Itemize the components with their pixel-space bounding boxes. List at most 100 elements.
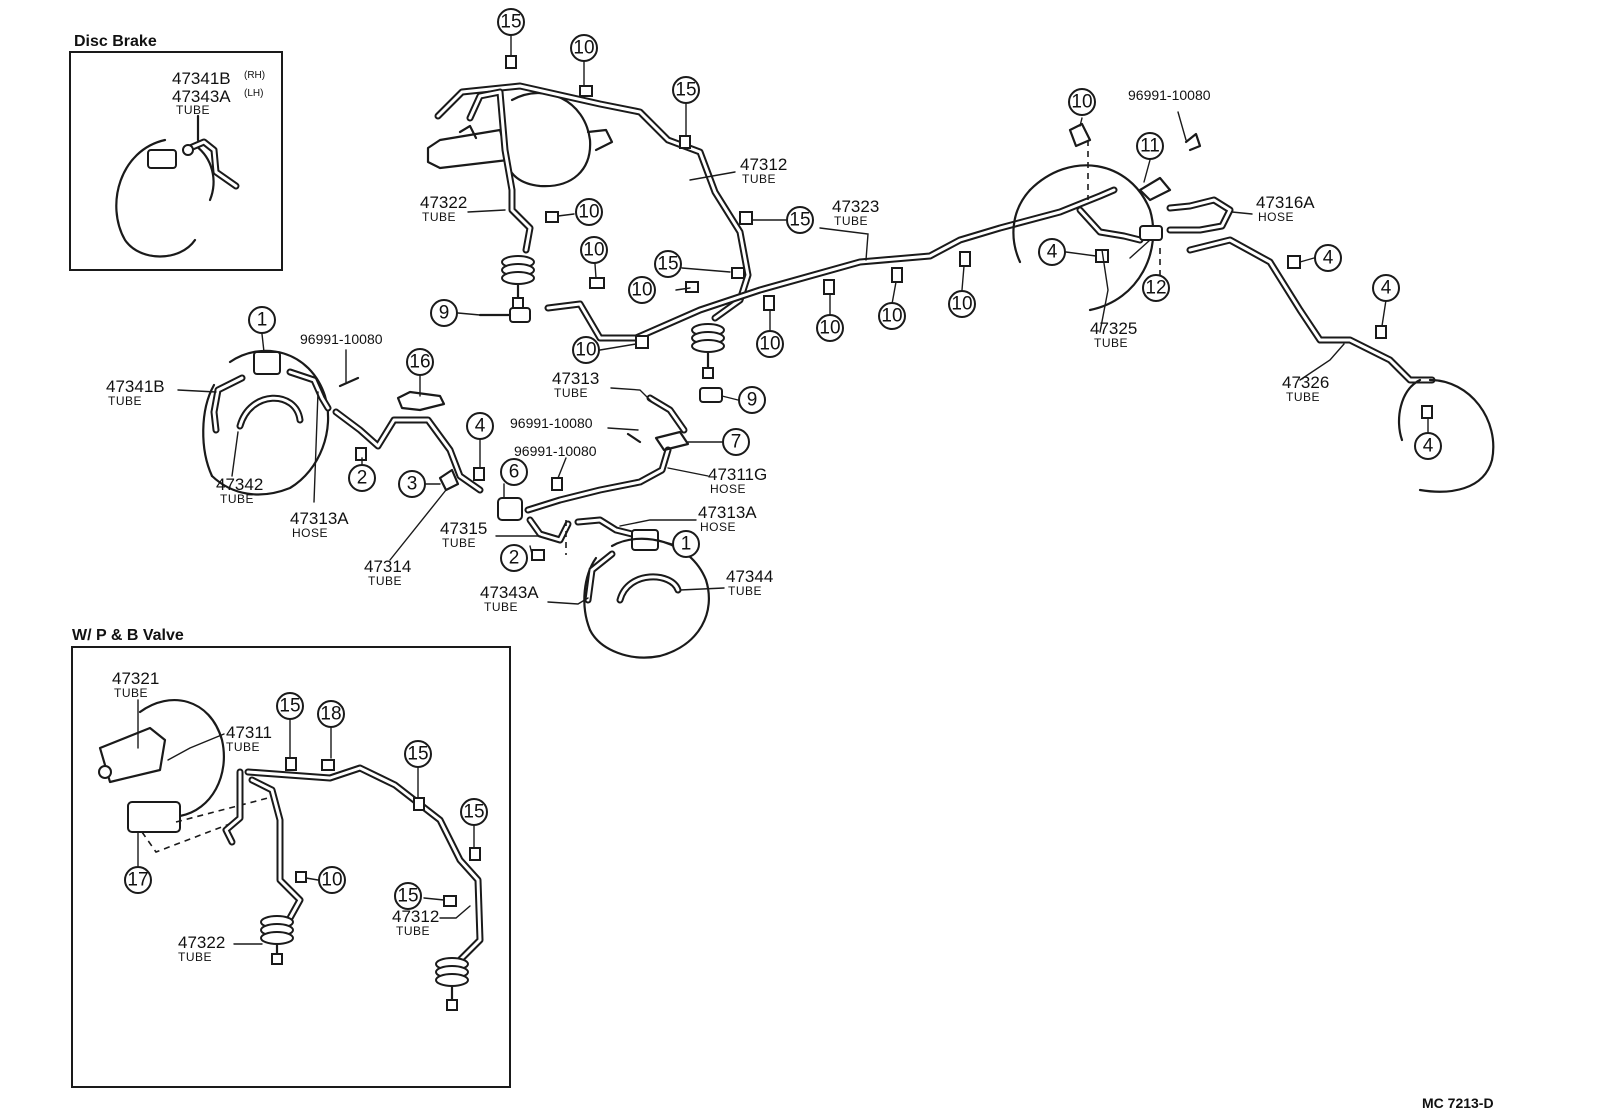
svg-text:17: 17 xyxy=(127,870,148,891)
clip-15-mid xyxy=(679,135,691,149)
svg-text:4: 4 xyxy=(475,416,486,437)
svg-text:16: 16 xyxy=(409,352,430,373)
clip-10-h xyxy=(959,251,971,267)
svg-text:10: 10 xyxy=(583,240,604,261)
svg-text:10: 10 xyxy=(578,202,599,223)
svg-text:10: 10 xyxy=(573,38,594,59)
svg-text:TUBE: TUBE xyxy=(728,584,762,598)
bracket-7 xyxy=(654,430,690,452)
svg-text:TUBE: TUBE xyxy=(742,172,776,186)
inset-clip-10 xyxy=(295,871,307,883)
svg-text:TUBE: TUBE xyxy=(422,210,456,224)
callout-4-b: 4 xyxy=(1314,244,1342,272)
svg-text:11: 11 xyxy=(1140,136,1160,157)
clip-10-b xyxy=(589,277,605,289)
callout-2-left: 2 xyxy=(348,464,376,492)
callouts: 15 10 15 10 15 10 15 10 9 10 10 10 10 10… xyxy=(124,8,1442,910)
svg-text:2: 2 xyxy=(509,548,520,569)
svg-text:TUBE: TUBE xyxy=(834,214,868,228)
svg-text:4: 4 xyxy=(1423,436,1434,457)
svg-text:6: 6 xyxy=(509,462,520,483)
callout-15-right: 15 xyxy=(786,206,814,234)
callout-11: 11 xyxy=(1136,132,1164,160)
inset-clip-15d xyxy=(443,895,457,907)
inset-pb-valve-body xyxy=(127,801,181,833)
inset-booster xyxy=(138,699,225,818)
master-cylinder xyxy=(426,128,510,170)
callout-16: 16 xyxy=(406,348,434,376)
inset-pb-valve: W/ P & B Valve xyxy=(71,627,511,1088)
part-labels: 47341B TUBE 4 7 3 4 2 TUBE 47313A HOSE 47314… xyxy=(106,87,1329,614)
svg-text:7: 7 xyxy=(731,432,742,453)
label-47315: 47315 xyxy=(440,519,487,538)
svg-text:15: 15 xyxy=(657,254,678,275)
union-9-left xyxy=(509,307,531,323)
svg-text:9: 9 xyxy=(747,390,758,411)
bracket-16 xyxy=(396,390,446,412)
clip-10-g xyxy=(891,267,903,283)
callout-9-right: 9 xyxy=(738,386,766,414)
clip-10-a xyxy=(545,211,559,223)
label-47311: 47311 xyxy=(226,723,272,742)
clip-10-e xyxy=(763,295,775,311)
label-47322-inset: 47322 xyxy=(178,933,225,952)
callout-10-b: 10 xyxy=(580,236,608,264)
label-47321: 47321 xyxy=(112,669,159,688)
label-47314: 47314 xyxy=(364,557,411,576)
callout-18: 18 xyxy=(317,700,345,728)
label-47311g: 47311G xyxy=(708,465,767,484)
clip-2-right xyxy=(531,549,545,561)
rear-tube-run xyxy=(544,140,1495,493)
callout-10-h: 10 xyxy=(948,290,976,318)
svg-text:18: 18 xyxy=(320,704,341,725)
svg-text:HOSE: HOSE xyxy=(700,520,736,534)
svg-text:9: 9 xyxy=(439,303,450,324)
label-bolt-96991-c: 96991-10080 xyxy=(514,443,597,459)
svg-text:TUBE: TUBE xyxy=(554,386,588,400)
clip-15-right xyxy=(739,211,753,225)
callout-10-inset: 10 xyxy=(318,866,346,894)
inset-disc-rotor xyxy=(115,138,197,258)
rear-left-drum xyxy=(1418,378,1495,493)
callout-9-left: 9 xyxy=(430,299,458,327)
svg-text:15: 15 xyxy=(397,886,418,907)
svg-text:HOSE: HOSE xyxy=(292,526,328,540)
callout-10-top: 10 xyxy=(570,34,598,62)
label-bolt-96991-b: 96991-10080 xyxy=(510,415,593,431)
front-right-brake xyxy=(202,349,572,561)
inset-clip-15a xyxy=(285,757,297,771)
svg-text:15: 15 xyxy=(279,696,300,717)
callout-10-a: 10 xyxy=(575,198,603,226)
callout-15-inset-b: 15 xyxy=(404,740,432,768)
svg-text:HOSE: HOSE xyxy=(1258,210,1294,224)
inset-pb-valve-title: W/ P & B Valve xyxy=(72,627,184,644)
clip-4-d xyxy=(1421,405,1433,419)
label-47313a-right: 47313A xyxy=(698,503,757,522)
callout-10-f: 10 xyxy=(816,314,844,342)
label-47312: 47312 xyxy=(740,155,787,174)
callout-17: 17 xyxy=(124,866,152,894)
callout-3: 3 xyxy=(398,470,426,498)
tube-47322 xyxy=(466,88,534,254)
svg-text:TUBE: TUBE xyxy=(1094,336,1128,350)
tube-47326 xyxy=(1186,236,1436,384)
inset-clip-15c xyxy=(469,847,481,861)
inset-pb-valve-frame xyxy=(71,646,511,1088)
callout-15-top: 15 xyxy=(497,8,525,36)
label-47325: 47325 xyxy=(1090,319,1137,338)
label-47322: 47322 xyxy=(420,193,467,212)
svg-text:HOSE: HOSE xyxy=(710,482,746,496)
coil-47312 xyxy=(691,323,725,379)
svg-text:TUBE: TUBE xyxy=(220,492,254,506)
brake-booster xyxy=(503,91,592,188)
leader-lines xyxy=(177,35,1429,605)
svg-text:10: 10 xyxy=(951,294,972,315)
svg-text:10: 10 xyxy=(759,334,780,355)
bracket-11 xyxy=(1138,176,1172,202)
label-47341b: 47341B xyxy=(106,377,165,396)
svg-text:TUBE: TUBE xyxy=(114,686,148,700)
callout-4-a: 4 xyxy=(1038,238,1066,266)
inset-clip-15b xyxy=(413,797,425,811)
inset-clip-18 xyxy=(321,759,335,771)
